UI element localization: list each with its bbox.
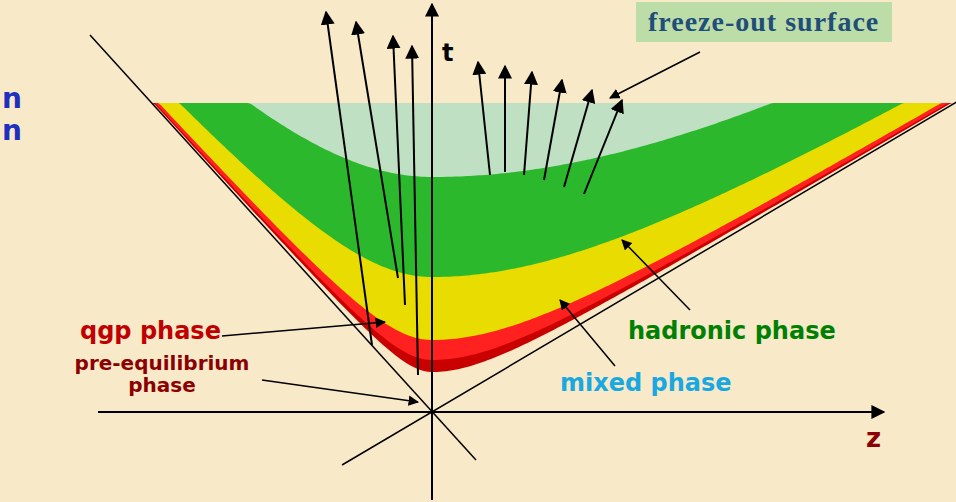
z-axis <box>98 411 884 413</box>
mixed-band <box>0 103 956 340</box>
particle-arrow <box>326 12 372 345</box>
freeze-out-region <box>0 103 956 177</box>
particle-arrow <box>544 80 562 180</box>
fragment-text: n <box>2 116 22 147</box>
particle-arrow <box>584 100 622 194</box>
phase-label: qgp phase <box>80 318 221 344</box>
particle-arrow <box>393 36 405 305</box>
pre-qgp-edge-band <box>0 103 956 372</box>
axis-label: z <box>866 424 881 453</box>
phase-label: mixed phase <box>560 370 732 396</box>
leader-arrow <box>610 52 700 98</box>
box-title: freeze-out surface <box>648 6 880 38</box>
phase-label: pre-equilibrium phase <box>72 352 252 396</box>
particle-arrow <box>412 46 418 375</box>
particle-arrow <box>524 72 532 175</box>
light-cone-line <box>342 100 956 465</box>
leader-arrow <box>622 240 690 310</box>
particle-arrow <box>478 62 490 175</box>
phase-bands <box>0 103 956 372</box>
t-axis <box>431 4 433 500</box>
light-cone-line <box>90 35 476 460</box>
leader-arrow <box>560 300 615 366</box>
leader-arrow <box>262 380 418 402</box>
fragment-text: n <box>2 84 22 115</box>
phase-label: hadronic phase <box>628 318 836 344</box>
particle-arrow <box>356 22 398 278</box>
leader-arrow <box>222 322 385 336</box>
particle-arrow <box>504 66 506 172</box>
axes-and-arrows <box>90 4 956 500</box>
label-box: freeze-out surface <box>636 2 892 42</box>
qgp-band <box>0 103 956 360</box>
particle-arrow <box>564 90 592 187</box>
hadronic-band <box>0 103 956 277</box>
axis-label: t <box>442 40 453 66</box>
